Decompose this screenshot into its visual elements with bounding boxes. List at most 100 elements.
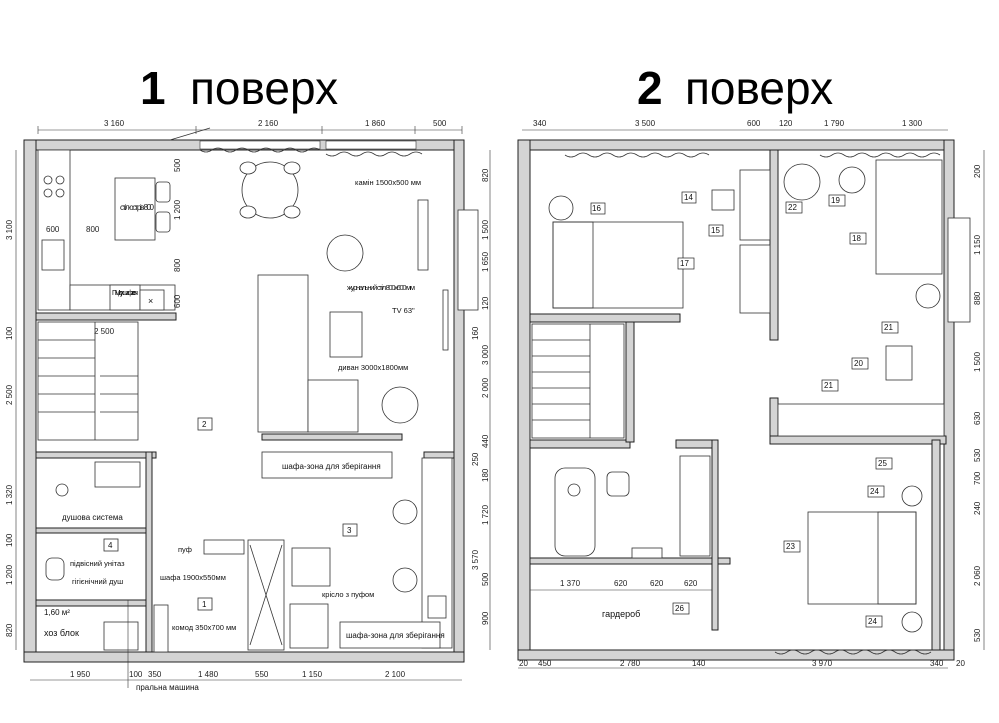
f2-dim-bottom-0: 20 — [519, 659, 528, 668]
f1-dim-left-3: 1 320 — [5, 484, 14, 505]
f2-dim-right-4: 630 — [973, 411, 982, 425]
f1-coffee-label: журнальний стіл 800х600 мм — [347, 283, 415, 292]
f2-dim-right-9: 530 — [973, 628, 982, 642]
f1-dim-right-7: 440 — [481, 434, 490, 448]
f2-dim-bottom-3: 140 — [692, 659, 706, 668]
f2-room-22: 22 — [788, 203, 797, 212]
f2-dim-top-4: 1 790 — [824, 119, 845, 128]
f2-room-25: 25 — [878, 459, 887, 468]
f1-island-label: стіл-острів 800 — [120, 203, 155, 212]
f2-wardrobe-label: гардероб — [602, 609, 640, 619]
floor-1-title: 1 поверх — [140, 62, 338, 114]
f1-dim-right-1: 1 500 — [481, 219, 490, 240]
f1-dim-inner-6: 2 500 — [94, 327, 115, 336]
f2-dim-right-10: 20 — [956, 659, 965, 668]
f1-dim-right-6: 2 000 — [481, 377, 490, 398]
f1-tv-label: TV 63" — [392, 306, 415, 315]
floor-1-plan: 3 160 2 160 1 860 500 — [5, 119, 491, 692]
f1-dim-inner-2: 800 — [173, 258, 182, 272]
f1-wardrobe-label: шафа 1900х550мм — [160, 573, 226, 582]
f1-dim-right-8: 250 — [471, 452, 480, 466]
floor-2-plan: 340 3 500 600 120 1 790 1 300 16 17 14 — [517, 119, 985, 669]
f1-dim-right-2: 1 650 — [481, 251, 490, 272]
f1-dim-inner-1: 1 200 — [173, 199, 182, 220]
f1-dim-top-3: 500 — [433, 119, 447, 128]
f2-room-15: 15 — [711, 226, 720, 235]
svg-text:×: × — [148, 296, 153, 306]
f2-dim-right-6: 700 — [973, 471, 982, 485]
f1-dim-top-0: 3 160 — [104, 119, 125, 128]
f1-dim-bottom-5: 1 150 — [302, 670, 323, 679]
f2-dim-right-3: 1 500 — [973, 351, 982, 372]
f2-dim-right-1: 1 150 — [973, 234, 982, 255]
f2-room-21b: 21 — [824, 381, 833, 390]
f1-dim-right-9: 180 — [481, 468, 490, 482]
f1-dim-inner-4: 600 — [173, 294, 182, 308]
floor-2-title: 2 поверх — [637, 62, 833, 114]
f2-room-26: 26 — [675, 604, 684, 613]
f1-dim-bottom-3: 1 480 — [198, 670, 219, 679]
f1-fireplace-label: камін 1500х500 мм — [355, 178, 421, 187]
f1-dim-right-4: 160 — [471, 326, 480, 340]
f1-armchair-label: крісло з пуфом — [322, 590, 374, 599]
f1-dim-top-1: 2 160 — [258, 119, 279, 128]
f1-oven-label: ПМ духшафа свч — [112, 290, 138, 297]
f2-room-14: 14 — [684, 193, 693, 202]
f1-storage-bottom-label: шафа-зона для зберігання — [346, 631, 445, 640]
f1-storage-top-label: шафа-зона для зберігання — [282, 462, 381, 471]
f1-dresser-label: комод 350х700 мм — [172, 623, 236, 632]
f1-dim-inner-3: 600 — [46, 225, 60, 234]
f2-dim-bottom-1: 450 — [538, 659, 552, 668]
f1-utility-label: хоз блок — [44, 628, 79, 638]
f2-room-19: 19 — [831, 196, 840, 205]
f1-dim-right-13: 900 — [481, 611, 490, 625]
f2-dim-row-2: 620 — [650, 579, 664, 588]
f1-dim-inner-0: 500 — [173, 158, 182, 172]
f2-room-16: 16 — [592, 204, 601, 213]
f1-dim-bottom-0: 1 950 — [70, 670, 91, 679]
f2-dim-row-1: 620 — [614, 579, 628, 588]
f1-dim-top-2: 1 860 — [365, 119, 386, 128]
f1-hygiene-label: гігієнічний душ — [72, 577, 123, 586]
f1-dim-bottom-1: 100 — [129, 670, 143, 679]
f1-dim-right-10: 1 720 — [481, 504, 490, 525]
f2-dim-top-0: 340 — [533, 119, 547, 128]
f1-dim-left-2: 2 500 — [5, 384, 14, 405]
f1-dim-left-4: 100 — [5, 533, 14, 547]
f1-dim-inner-5: 800 — [86, 225, 100, 234]
f1-dim-right-11: 3 570 — [471, 549, 480, 570]
f1-dim-right-0: 820 — [481, 168, 490, 182]
f1-sofa-label: диван 3000х1800мм — [338, 363, 408, 372]
floor-1-word: поверх — [190, 62, 338, 114]
f2-dim-bottom-4: 3 970 — [812, 659, 833, 668]
f1-shower-label: душова система — [62, 513, 123, 522]
f1-area-label: 1,60 м² — [44, 608, 70, 617]
f1-dim-left-5: 1 200 — [5, 564, 14, 585]
f1-dim-right-12: 500 — [481, 572, 490, 586]
f1-dim-bottom-6: 2 100 — [385, 670, 406, 679]
f1-dim-right-3: 120 — [481, 296, 490, 310]
f1-dim-bottom-4: 550 — [255, 670, 269, 679]
floor-2-word: поверх — [685, 62, 833, 114]
f2-room-24a: 24 — [870, 487, 879, 496]
f2-dim-bottom-5: 340 — [930, 659, 944, 668]
f1-dim-left-6: 820 — [5, 623, 14, 637]
f1-dim-right-5: 3 000 — [481, 344, 490, 365]
f2-room-23: 23 — [786, 542, 795, 551]
f2-room-20: 20 — [854, 359, 863, 368]
f1-toilet-label: підвісний унітаз — [70, 559, 125, 568]
f2-room-18: 18 — [852, 234, 861, 243]
f1-room-3: 3 — [347, 526, 352, 535]
f2-dim-top-2: 600 — [747, 119, 761, 128]
f2-dim-right-2: 880 — [973, 291, 982, 305]
f2-room-17: 17 — [680, 259, 689, 268]
f2-dim-right-5: 530 — [973, 448, 982, 462]
f2-room-24b: 24 — [868, 617, 877, 626]
f1-washer-label: пральна машина — [136, 683, 199, 692]
f2-dim-top-3: 120 — [779, 119, 793, 128]
f1-room-2: 2 — [202, 420, 207, 429]
floor-2-number: 2 — [637, 62, 663, 114]
f1-pouf-label: пуф — [178, 545, 192, 554]
f1-dim-bottom-2: 350 — [148, 670, 162, 679]
